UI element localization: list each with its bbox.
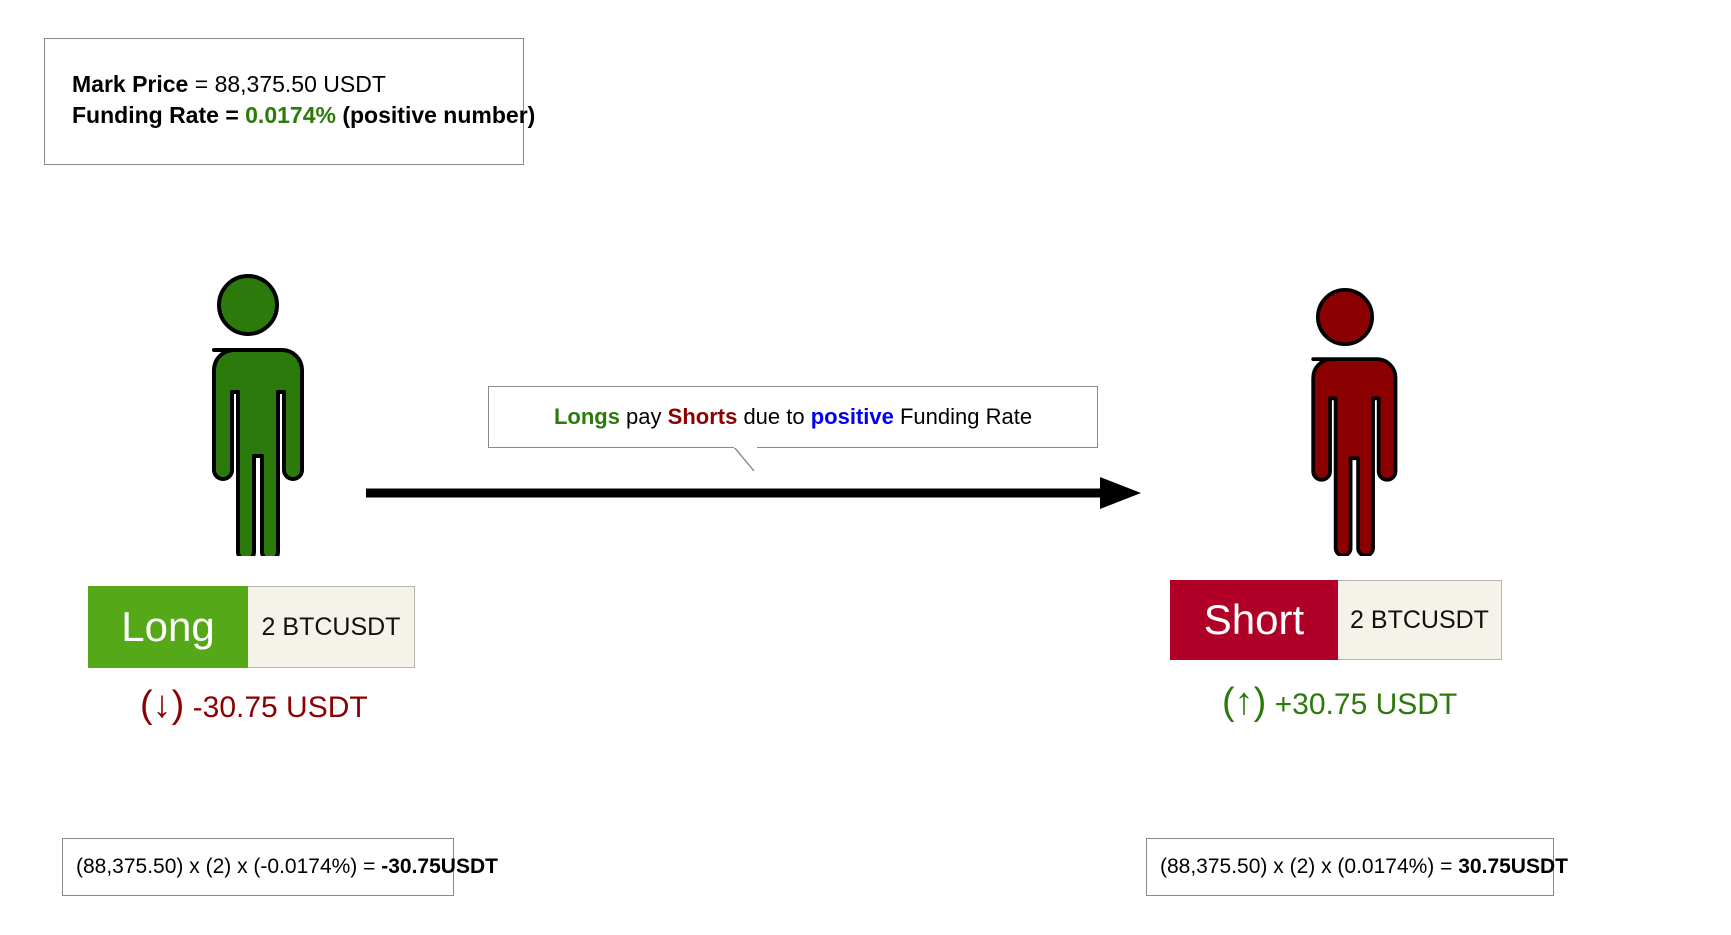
long-delta-value: -30.75 USDT (192, 691, 368, 724)
callout-tail (734, 447, 757, 471)
long-formula-result: -30.75USDT (381, 855, 498, 878)
callout-text-tail: Funding Rate (893, 404, 1033, 429)
longs-to-shorts-arrow (366, 477, 1141, 509)
short-delta-value: +30.75 USDT (1274, 688, 1458, 721)
long-badge-label: Long (88, 586, 248, 668)
long-formula-text: (88,375.50) x (2) x (-0.0174%) = -30.75U… (76, 855, 498, 879)
callout-word-shorts: Shorts (667, 404, 738, 429)
mark-price-label: Mark Price (72, 71, 189, 97)
funding-direction-callout: Longs pay Shorts due to positive Funding… (488, 386, 1098, 471)
long-position-badge[interactable]: Long 2 BTCUSDT (88, 586, 415, 668)
funding-rate-note: (positive number) (335, 102, 536, 128)
callout-word-positive: positive (810, 404, 894, 429)
short-formula-text: (88,375.50) x (2) x (0.0174%) = 30.75USD… (1160, 855, 1568, 879)
short-trader-figure (1311, 288, 1398, 556)
short-formula-box: (88,375.50) x (2) x (0.0174%) = 30.75USD… (1146, 838, 1568, 896)
callout-text-due: due to (737, 404, 811, 429)
funding-rate-line: Funding Rate = 0.0174% (positive number) (72, 100, 535, 131)
short-formula-result: 30.75USDT (1458, 855, 1568, 878)
short-formula-plain: (88,375.50) x (2) x (0.0174%) = (1160, 855, 1459, 878)
up-arrow-icon: (↑) (1222, 681, 1267, 723)
callout-word-longs: Longs (553, 404, 620, 429)
down-arrow-icon: (↓) (140, 684, 185, 726)
callout-text-pay: pay (619, 404, 668, 429)
short-pnl-delta: (↑) +30.75 USDT (1222, 681, 1457, 724)
long-trader-figure (212, 274, 304, 556)
short-position-badge[interactable]: Short 2 BTCUSDT (1170, 580, 1502, 660)
long-formula-box: (88,375.50) x (2) x (-0.0174%) = -30.75U… (62, 838, 498, 896)
callout-body: Longs pay Shorts due to positive Funding… (488, 386, 1098, 448)
long-pnl-delta: (↓) -30.75 USDT (140, 684, 368, 727)
mark-price-line: Mark Price = 88,375.50 USDT (72, 69, 523, 100)
short-badge-label: Short (1170, 580, 1338, 660)
market-info-box: Mark Price = 88,375.50 USDT Funding Rate… (44, 38, 535, 165)
long-formula-plain: (88,375.50) x (2) x (-0.0174%) = (76, 855, 382, 878)
short-badge-symbol: 2 BTCUSDT (1338, 580, 1502, 660)
mark-price-value: = 88,375.50 USDT (188, 71, 386, 97)
funding-rate-value: 0.0174% (245, 102, 336, 128)
long-badge-symbol: 2 BTCUSDT (248, 586, 415, 668)
funding-rate-label: Funding Rate = (72, 102, 246, 128)
callout-text: Longs pay Shorts due to positive Funding… (554, 404, 1032, 430)
